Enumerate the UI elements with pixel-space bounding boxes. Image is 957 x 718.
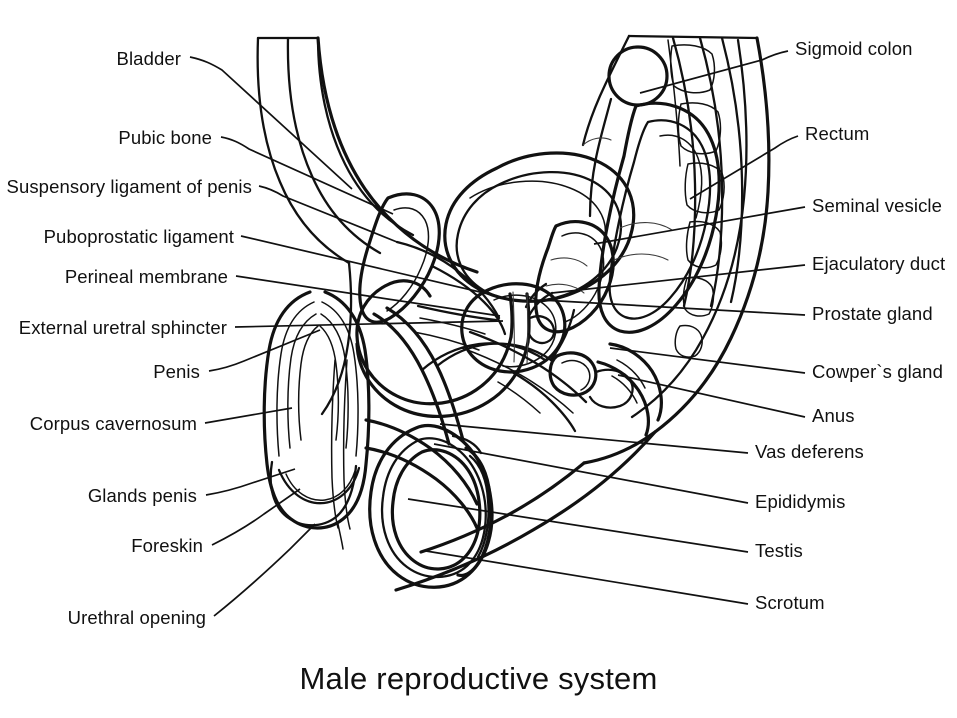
leader-line <box>540 299 806 316</box>
anatomy-label-ejaculatory-duct: Ejaculatory duct <box>812 252 946 274</box>
anatomy-label-epididymis: Epididymis <box>755 490 846 512</box>
torso-outline <box>394 34 771 592</box>
anatomy-label-urethral-opening: Urethral opening <box>67 606 206 628</box>
leader-line <box>234 320 504 328</box>
leader-line <box>211 488 301 546</box>
anatomy-label-glands-penis: Glands penis <box>87 484 197 506</box>
leader-line <box>235 275 501 317</box>
figure-title: Male reproductive system <box>299 661 658 696</box>
leader-line <box>433 443 749 504</box>
corpus-spongiosum <box>364 418 479 530</box>
leader-line <box>425 550 749 605</box>
leader-line <box>189 56 353 190</box>
leader-line <box>208 329 321 372</box>
anatomy-label-sigmoid-colon: Sigmoid colon <box>795 37 913 59</box>
leader-line <box>609 347 806 374</box>
sigmoid-colon <box>581 34 669 218</box>
leader-line <box>439 423 749 454</box>
anatomy-label-penis: Penis <box>153 360 200 382</box>
anatomy-label-puboprostatic-ligament: Puboprostatic ligament <box>43 225 234 247</box>
leader-line <box>220 136 394 215</box>
anatomy-label-corpus-cavernosum: Corpus cavernosum <box>29 412 197 434</box>
anatomy-label-seminal-vesicle: Seminal vesicle <box>812 194 943 216</box>
prostate-gland <box>460 282 567 374</box>
anatomy-label-testis: Testis <box>755 539 803 561</box>
leader-line <box>617 374 806 418</box>
leader-lines <box>189 50 806 617</box>
leader-line <box>213 523 316 617</box>
sacrum-vertebrae <box>667 36 744 358</box>
anatomy-label-perineal-membrane: Perineal membrane <box>64 265 228 287</box>
leader-line <box>205 468 296 496</box>
anatomy-label-anus: Anus <box>812 404 855 426</box>
anatomy-label-bladder: Bladder <box>116 47 181 69</box>
anatomy-label-external-uretral-sphincter: External uretral sphincter <box>18 316 227 338</box>
seminal-vesicle <box>534 219 615 334</box>
pubic-bone <box>358 192 441 324</box>
testis-scrotum <box>368 423 494 589</box>
leader-line <box>593 206 806 245</box>
anatomy-label-pubic-bone: Pubic bone <box>118 126 212 148</box>
leader-line <box>639 50 789 94</box>
leader-line <box>689 135 799 200</box>
anatomy-label-suspensory-ligament-of-penis: Suspensory ligament of penis <box>6 175 252 197</box>
anatomy-label-foreskin: Foreskin <box>131 534 203 556</box>
anus <box>596 342 663 437</box>
leader-line <box>407 498 749 553</box>
rectum <box>597 101 721 334</box>
anatomy-label-cowper-s-gland: Cowper`s gland <box>812 360 943 382</box>
leader-line <box>204 407 293 424</box>
leader-line <box>258 185 398 243</box>
anatomy-label-prostate-gland: Prostate gland <box>812 302 933 324</box>
pelvic-floor <box>413 317 588 433</box>
leader-line <box>551 264 806 294</box>
leader-line <box>240 235 498 297</box>
anatomy-label-rectum: Rectum <box>805 122 870 144</box>
anatomy-label-scrotum: Scrotum <box>755 591 825 613</box>
anatomy-label-vas-deferens: Vas deferens <box>755 440 864 462</box>
bladder <box>443 151 636 344</box>
